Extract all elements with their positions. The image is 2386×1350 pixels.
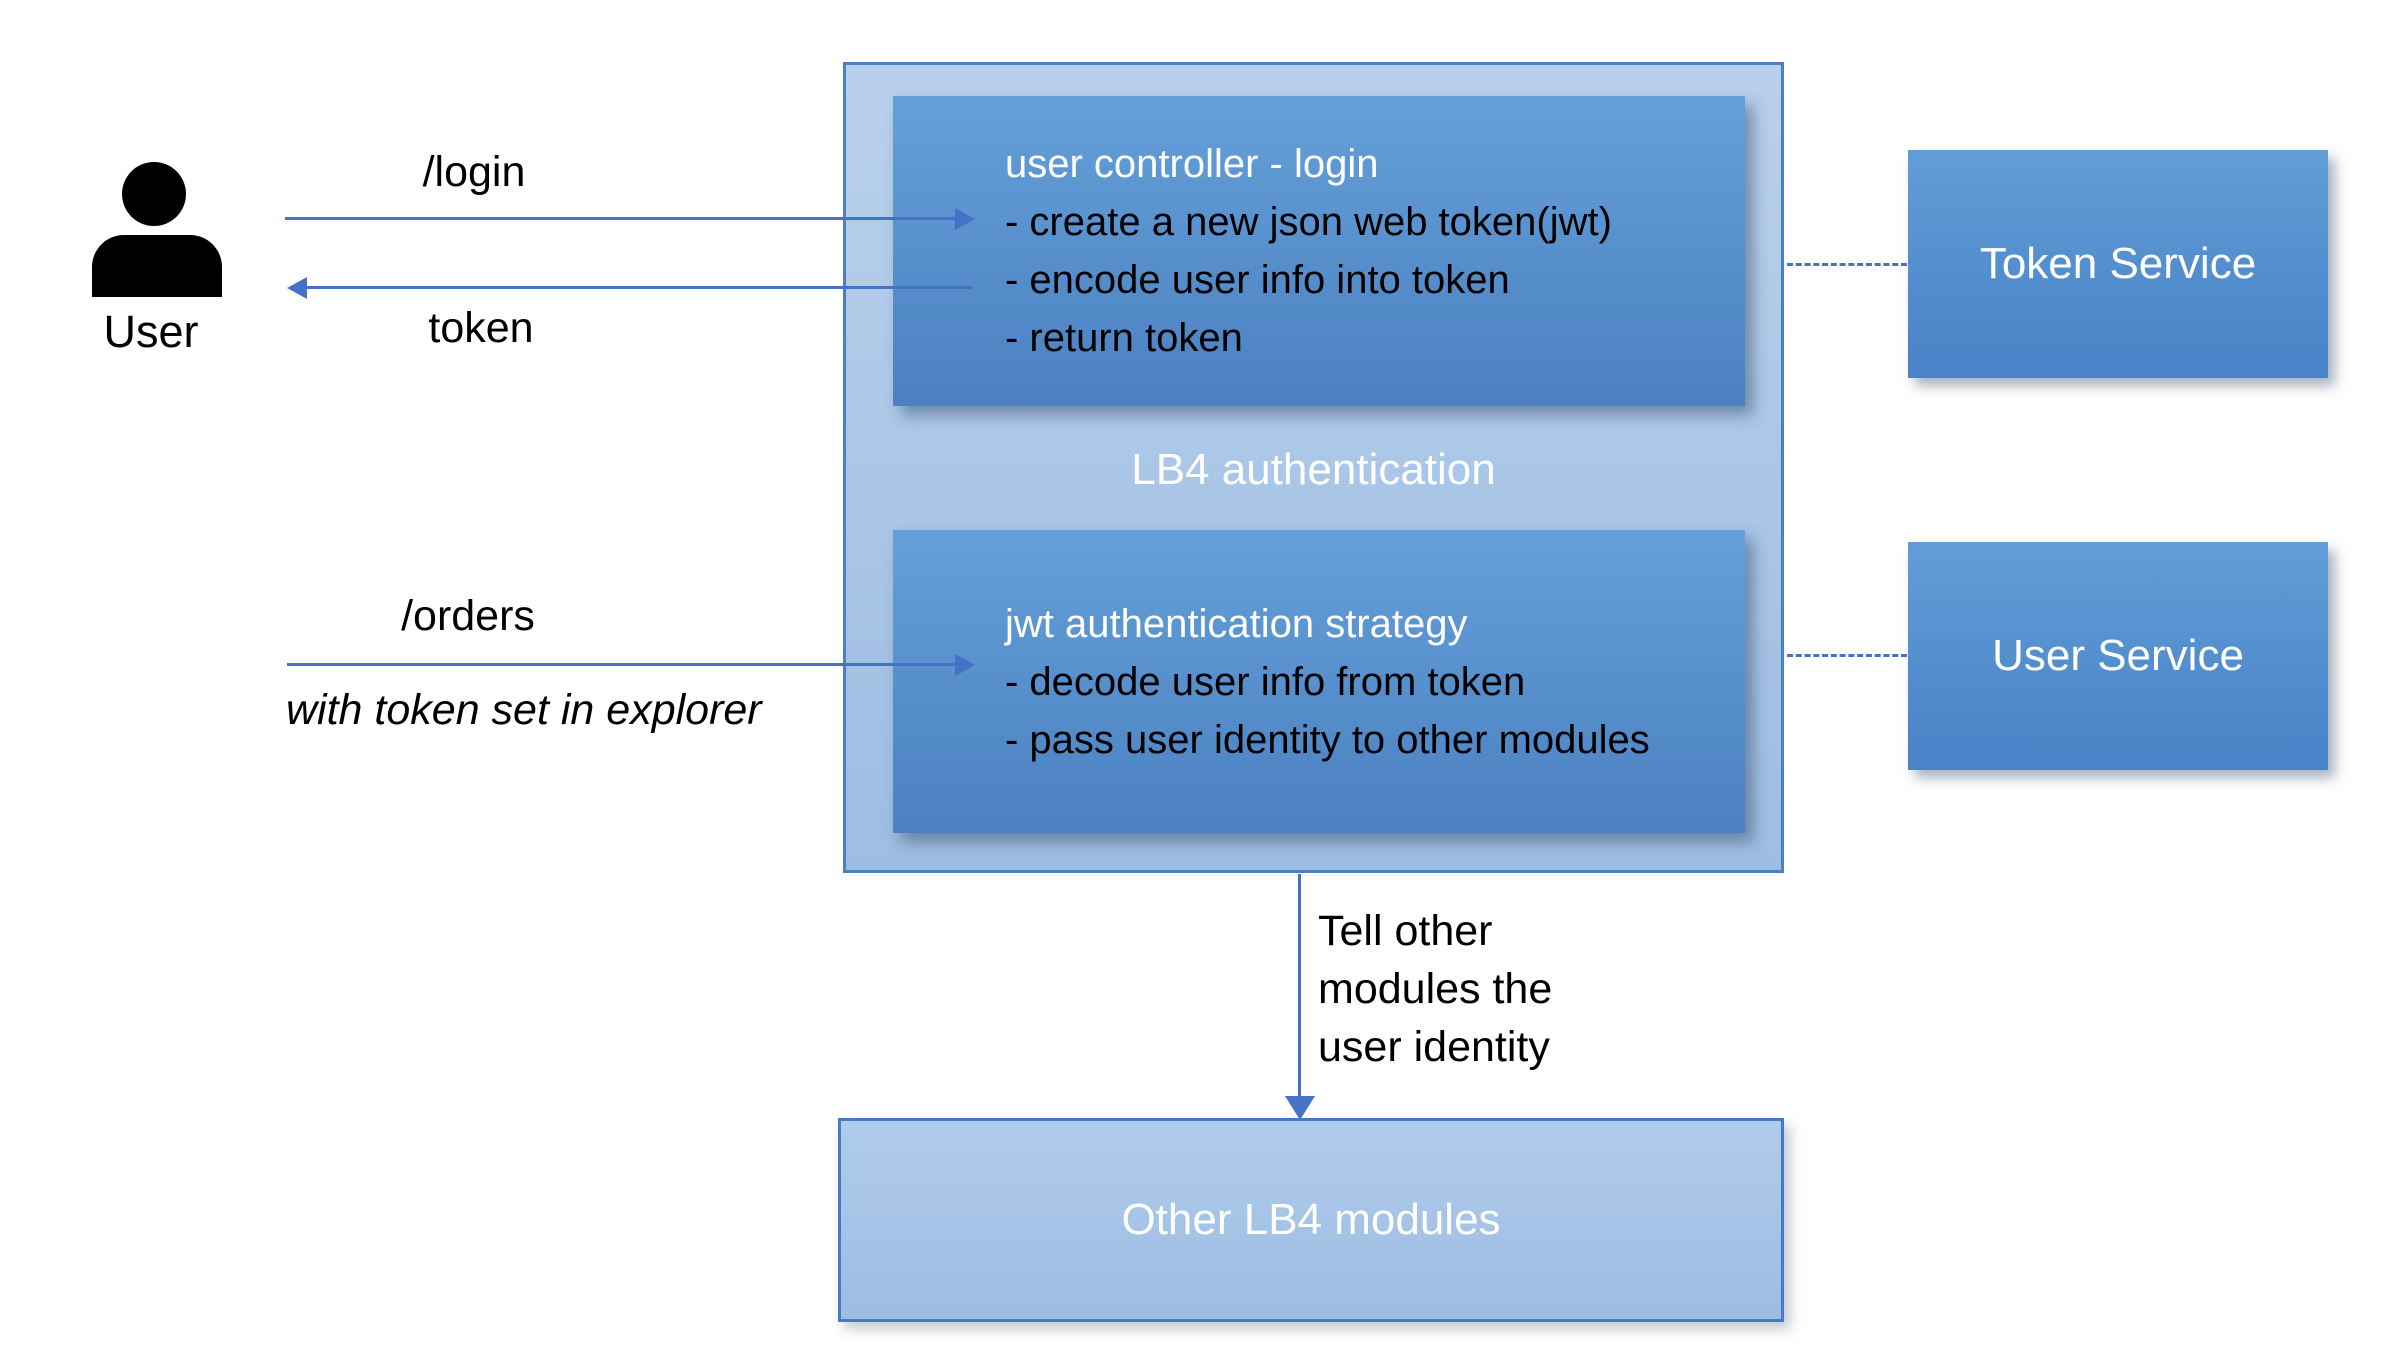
user-person-head-icon (122, 162, 186, 226)
tell-modules-note: Tell other modules the user identity (1318, 902, 1552, 1076)
token-arrow-line (307, 286, 972, 289)
user-service-box: User Service (1908, 542, 2328, 770)
user-service-connector (1787, 654, 1907, 657)
orders-token-note: with token set in explorer (286, 686, 762, 734)
other-lb4-modules-box: Other LB4 modules (838, 1118, 1784, 1322)
orders-endpoint-label: /orders (401, 592, 535, 640)
user-label: User (103, 306, 199, 357)
token-service-box: Token Service (1908, 150, 2328, 378)
token-service-connector (1787, 263, 1907, 266)
identity-arrow-line (1298, 874, 1301, 1098)
token-arrowhead-icon (287, 277, 307, 299)
jwt-strategy-bullet: - decode user info from token (1005, 659, 1526, 704)
user-controller-bullet: - create a new json web token(jwt) (1005, 200, 1612, 244)
user-controller-bullet: - return token (1005, 316, 1243, 360)
token-service-label: Token Service (1979, 239, 2257, 288)
jwt-strategy-title: jwt authentication strategy (1005, 601, 1468, 646)
token-response-label: token (428, 304, 534, 352)
tell-modules-note-line: Tell other (1318, 907, 1493, 955)
lb4-authentication-title: LB4 authentication (1131, 445, 1496, 494)
other-lb4-modules-label: Other LB4 modules (1121, 1195, 1501, 1244)
orders-arrow-line (287, 663, 957, 666)
user-controller-box: user controller - login - create a new j… (893, 96, 1745, 406)
user-service-label: User Service (1992, 631, 2244, 680)
tell-modules-note-line: user identity (1318, 1023, 1550, 1071)
jwt-strategy-box: jwt authentication strategy - decode use… (893, 530, 1745, 833)
login-arrowhead-icon (955, 208, 975, 230)
user-person-body-icon (92, 235, 222, 297)
user-controller-title: user controller - login (1005, 142, 1379, 186)
jwt-strategy-bullet: - pass user identity to other modules (1005, 717, 1650, 762)
identity-arrowhead-icon (1285, 1096, 1315, 1120)
user-controller-bullet: - encode user info into token (1005, 258, 1510, 302)
orders-arrowhead-icon (955, 654, 975, 676)
login-endpoint-label: /login (422, 148, 526, 196)
login-arrow-line (285, 217, 957, 220)
tell-modules-note-line: modules the (1318, 965, 1553, 1013)
